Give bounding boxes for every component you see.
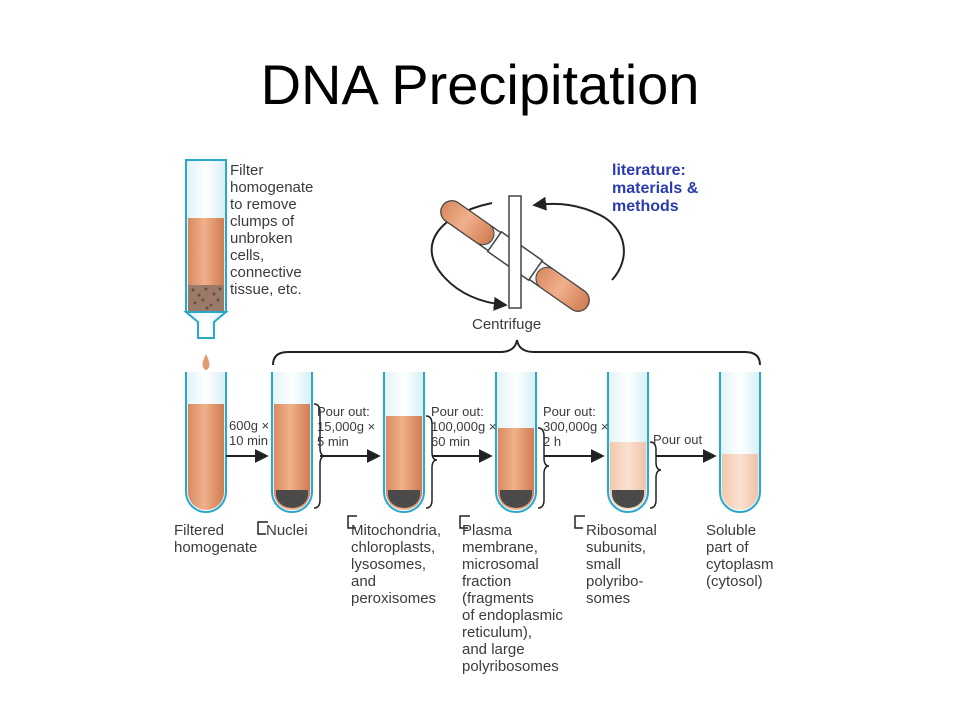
centrifuge-label: Centrifuge: [472, 316, 542, 333]
spin-label: 600g × 10 min: [229, 418, 270, 448]
fraction-label: Nuclei: [266, 522, 308, 539]
spin-label: Pour out: [653, 432, 703, 447]
tube-cytosol: [719, 372, 761, 513]
fraction-label: Ribosomal subunits, small polyribo- some…: [586, 522, 657, 607]
spin-label: Pour out: 300,000g × 2 h: [543, 404, 609, 449]
tube-ribosomal: [607, 372, 649, 513]
spin-label: Pour out: 15,000g × 5 min: [317, 404, 376, 449]
centrifuge-icon: [430, 195, 625, 312]
filter-column: [183, 159, 229, 370]
supernatant-braces: [313, 403, 662, 509]
page-title: DNA Precipitation: [260, 53, 700, 116]
fraction-label: Soluble part of cytoplasm (cytosol): [706, 522, 774, 590]
droplet-icon: [202, 354, 210, 370]
tube-plasma-membrane: [495, 372, 537, 513]
filter-label: Filter homogenate to remove clumps of un…: [230, 162, 314, 298]
fraction-label: Plasma membrane, microsomal fraction (fr…: [462, 522, 563, 675]
spin-label: Pour out: 100,000g × 60 min: [431, 404, 497, 449]
literature-note: literature: materials & methods: [612, 162, 699, 215]
tube-nuclei: [271, 372, 313, 513]
fraction-label: Mitochondria, chloroplasts, lysosomes, a…: [351, 522, 442, 607]
pellet-brackets: [257, 515, 585, 535]
fraction-label: Filtered homogenate: [174, 522, 258, 556]
centrifuge-brace: [272, 339, 761, 366]
tube-filtered-homogenate: [185, 372, 227, 513]
tube-mitochondria: [383, 372, 425, 513]
